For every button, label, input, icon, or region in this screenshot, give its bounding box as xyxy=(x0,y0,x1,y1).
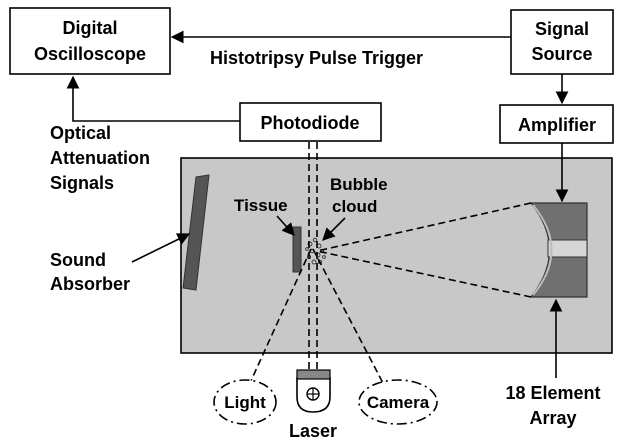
signal-source-label-line2: Source xyxy=(531,44,592,64)
light-path xyxy=(249,248,312,384)
laser-label: Laser xyxy=(289,421,337,441)
photodiode-label: Photodiode xyxy=(261,113,360,133)
bubble-label-line2: cloud xyxy=(332,197,377,216)
optical-label-line2: Attenuation xyxy=(50,148,150,168)
photodiode-box xyxy=(239,102,382,142)
bubble-label-line1: Bubble xyxy=(330,175,388,194)
absorber-label-line1: Sound xyxy=(50,250,106,270)
amplifier-box xyxy=(499,104,614,144)
water-tank xyxy=(180,157,613,354)
transducer-face-highlight xyxy=(532,204,553,296)
oscilloscope-label-line1: Digital xyxy=(62,18,117,38)
camera xyxy=(358,379,438,425)
oscilloscope-label-line2: Oscilloscope xyxy=(34,44,146,64)
light-source xyxy=(213,379,277,425)
trigger-label: Histotripsy Pulse Trigger xyxy=(210,48,423,68)
optical-label-line1: Optical xyxy=(50,123,111,143)
optical-label-line3: Signals xyxy=(50,173,114,193)
signal-source-label-line1: Signal xyxy=(535,19,589,39)
absorber-pointer-arrow xyxy=(131,233,191,263)
oscilloscope-box xyxy=(9,7,171,75)
light-label: Light xyxy=(224,393,266,412)
tissue-label: Tissue xyxy=(234,196,288,215)
tissue-pointer-arrow xyxy=(276,215,295,236)
transducer-center-band xyxy=(547,239,588,258)
amplifier-label: Amplifier xyxy=(518,115,596,135)
bubble-pointer-arrow xyxy=(322,217,346,241)
photodiode-to-oscilloscope-arrow xyxy=(66,75,240,122)
tissue-sample xyxy=(292,226,302,273)
signal-source-box xyxy=(510,9,614,75)
absorber-label-line2: Absorber xyxy=(50,274,130,294)
laser-device xyxy=(296,369,331,413)
camera-path xyxy=(312,248,384,384)
sound-absorber xyxy=(182,174,210,291)
focal-line-lower xyxy=(316,250,532,298)
focal-line-upper xyxy=(316,202,532,252)
camera-label: Camera xyxy=(367,393,430,412)
array-label-line2: Array xyxy=(529,408,576,428)
array-label-line1: 18 Element xyxy=(505,383,600,403)
